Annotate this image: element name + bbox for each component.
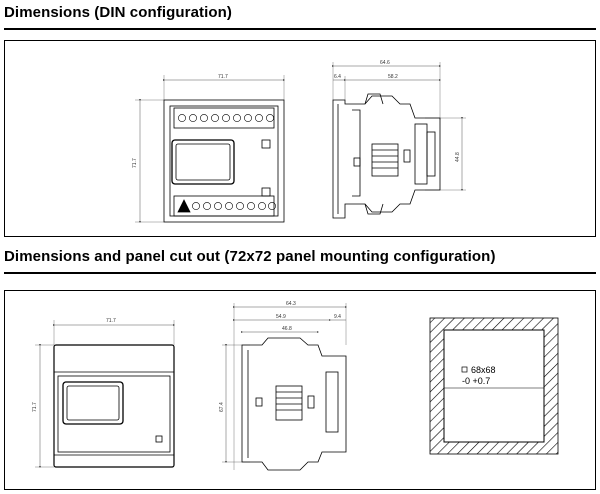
square-icon	[461, 366, 468, 373]
din-side-right-label: 58.2	[388, 74, 398, 80]
panel-cutout-drawing	[429, 317, 559, 455]
section-title-din: Dimensions (DIN configuration)	[4, 4, 232, 21]
panel-side-total-label: 64.3	[286, 301, 296, 307]
section-divider-panel	[4, 272, 596, 274]
din-front-terminals	[178, 114, 276, 210]
panel-front-height-label: 71.7	[32, 402, 38, 412]
din-front-height-label: 71.7	[132, 158, 138, 168]
section-title-panel: Dimensions and panel cut out (72x72 pane…	[4, 248, 496, 265]
panel-side-height-label: 67.4	[219, 402, 225, 412]
din-side-total-label: 64.6	[380, 60, 390, 66]
din-side-left-label: 6.4	[334, 74, 341, 80]
din-side-height-label: 44.8	[455, 152, 461, 162]
din-side-view	[332, 62, 466, 219]
din-front-view	[135, 75, 285, 223]
panel-side-view	[222, 303, 347, 471]
panel-side-small-label: 9.4	[334, 314, 341, 320]
din-drawing-frame	[4, 40, 596, 237]
panel-front-width-label: 71.7	[106, 318, 116, 324]
panel-side-mid-label: 54.9	[276, 314, 286, 320]
panel-side-inner-label: 46.8	[282, 326, 292, 332]
cutout-size-label: 68x68	[471, 365, 496, 375]
panel-front-view	[35, 320, 175, 468]
din-front-width-label: 71.7	[218, 74, 228, 80]
cutout-tolerance-label: -0 +0.7	[462, 376, 490, 386]
panel-drawing-frame	[4, 290, 596, 490]
section-divider-din	[4, 28, 596, 30]
